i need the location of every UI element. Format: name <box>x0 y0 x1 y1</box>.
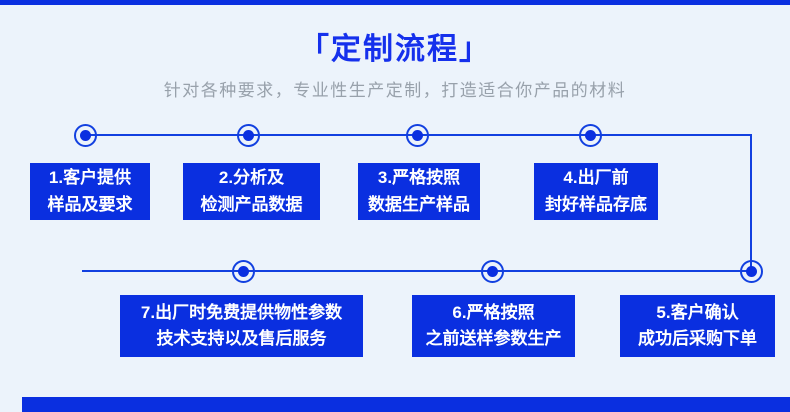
step-box-5: 5.客户确认 成功后采购下单 <box>620 295 775 357</box>
flow-node-icon <box>579 124 602 147</box>
node-dot-icon <box>243 130 254 141</box>
node-dot-icon <box>80 130 91 141</box>
step-line: 5.客户确认 <box>656 302 739 322</box>
step-line: 封好样品存底 <box>545 194 647 214</box>
connector-line-vertical <box>750 134 752 272</box>
flow-node-icon <box>74 124 97 147</box>
step-box-2: 2.分析及 检测产品数据 <box>183 163 320 220</box>
flow-node-icon <box>481 260 504 283</box>
connector-line-bottom <box>82 270 752 272</box>
step-line: 数据生产样品 <box>368 194 470 214</box>
page-subtitle: 针对各种要求，专业性生产定制，打造适合你产品的材料 <box>163 81 627 100</box>
flow-node-icon <box>237 124 260 147</box>
node-dot-icon <box>487 266 498 277</box>
step-line: 检测产品数据 <box>200 194 303 214</box>
step-line: 之前送样参数生产 <box>425 329 562 348</box>
step-line: 技术支持以及售后服务 <box>156 329 327 348</box>
step-box-6: 6.严格按照 之前送样参数生产 <box>412 295 575 357</box>
step-box-4: 4.出厂前 封好样品存底 <box>534 163 658 220</box>
flow-node-icon <box>740 260 763 283</box>
step-line: 样品及要求 <box>47 194 133 214</box>
step-line: 6.严格按照 <box>452 302 535 322</box>
node-dot-icon <box>585 130 596 141</box>
node-dot-icon <box>412 130 423 141</box>
flow-node-icon <box>232 260 255 283</box>
step-line: 7.出厂时免费提供物性参数 <box>140 302 343 322</box>
top-accent-bar <box>0 0 790 5</box>
step-box-1: 1.客户提供 样品及要求 <box>30 163 150 220</box>
page-title: 「定制流程」 <box>299 33 491 66</box>
step-line: 3.严格按照 <box>377 168 461 188</box>
bottom-accent-bar <box>22 397 790 412</box>
step-box-7: 7.出厂时免费提供物性参数 技术支持以及售后服务 <box>120 295 363 357</box>
step-box-3: 3.严格按照 数据生产样品 <box>358 163 480 220</box>
step-line: 1.客户提供 <box>48 168 132 188</box>
flow-node-icon <box>406 124 429 147</box>
step-line: 成功后采购下单 <box>638 329 757 348</box>
node-dot-icon <box>746 266 757 277</box>
node-dot-icon <box>238 266 249 277</box>
step-line: 4.出厂前 <box>563 168 629 188</box>
step-line: 2.分析及 <box>218 168 285 188</box>
